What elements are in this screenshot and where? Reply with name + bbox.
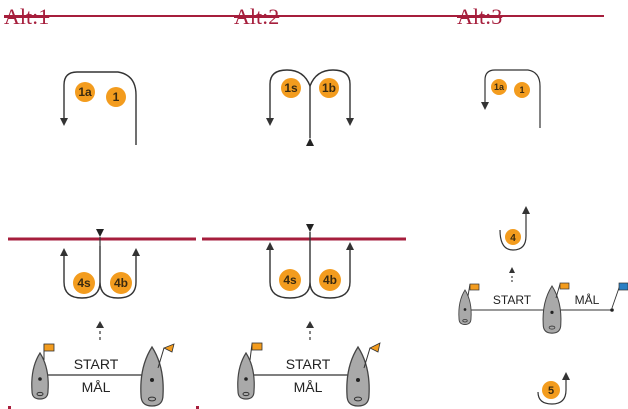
mark-label: 1 <box>519 85 524 95</box>
arrow-icon <box>132 248 140 256</box>
arrow-icon <box>509 267 515 273</box>
committee-boat <box>31 352 49 400</box>
buoy-mark-4b: 4b <box>110 272 132 294</box>
buoy-mark-1a: 1a <box>491 79 507 95</box>
finish-label: MÅL <box>82 379 111 395</box>
orange-flag-icon <box>469 283 480 291</box>
finish-mark-dot <box>610 308 614 312</box>
mark-label: 1 <box>113 90 120 104</box>
committee-boat <box>237 352 255 400</box>
mark-label: 4b <box>323 273 337 287</box>
orange-flag-icon <box>251 342 263 351</box>
alt1-top-rounding-path <box>63 71 137 145</box>
mark-label: 5 <box>548 385 554 397</box>
buoy-mark-1: 1 <box>106 87 126 107</box>
pin-boat <box>140 346 164 407</box>
arrow-icon <box>306 224 314 232</box>
buoy-mark-4s: 4s <box>73 272 95 294</box>
buoy-mark-1: 1 <box>514 82 530 98</box>
arrow-icon <box>306 321 314 328</box>
buoy-mark-4b: 4b <box>319 269 341 291</box>
buoy-mark-5: 5 <box>542 381 560 399</box>
arrow-icon <box>346 118 354 126</box>
alt3-mark4-rounding-path <box>499 212 527 251</box>
committee-boat <box>458 289 472 325</box>
start-label: START <box>493 293 532 307</box>
orange-flag-icon <box>43 343 55 352</box>
mark-label: 1a <box>78 85 92 99</box>
arrow-icon <box>266 242 274 250</box>
arrow-icon <box>481 102 489 110</box>
buoy-mark-1a: 1a <box>75 82 95 102</box>
blue-flag-icon <box>618 282 628 291</box>
arrow-icon <box>266 118 274 126</box>
arrow-icon <box>60 118 68 126</box>
mark-label: 1b <box>322 81 336 95</box>
mark-label: 1a <box>494 82 505 92</box>
orange-flag-icon <box>559 282 570 290</box>
mark-label: 4 <box>510 233 516 244</box>
buoy-mark-4s: 4s <box>279 269 301 291</box>
arrow-icon <box>96 321 104 328</box>
buoy-mark-1s: 1s <box>281 78 301 98</box>
finish-label: MÅL <box>575 292 600 307</box>
finish-label: MÅL <box>294 379 323 395</box>
arrow-icon <box>96 229 104 237</box>
start-label: START <box>286 356 331 372</box>
start-label: START <box>74 356 119 372</box>
orange-flag-icon <box>369 342 381 353</box>
mark-label: 4b <box>114 276 128 290</box>
pin-boat <box>346 346 370 407</box>
buoy-mark-4: 4 <box>505 229 521 245</box>
alt3-group: 1a 1 4 <box>458 69 628 405</box>
arrow-icon <box>306 138 314 146</box>
mark-label: 4s <box>283 273 297 287</box>
arrow-icon <box>522 206 530 214</box>
mark-label: 1s <box>284 81 298 95</box>
buoy-mark-1b: 1b <box>319 78 339 98</box>
alt3-mark5-rounding-path <box>537 378 567 405</box>
arrow-icon <box>60 248 68 256</box>
orange-flag-icon <box>163 343 175 353</box>
alt1-group: 1a 1 4s 4b <box>8 71 196 409</box>
alt2-group: 1s 1b 4s 4b <box>196 69 406 409</box>
mark-label: 4s <box>77 276 91 290</box>
alt3-top-rounding-path <box>484 69 541 128</box>
arrow-icon <box>346 242 354 250</box>
mark-boat <box>542 285 562 334</box>
arrow-icon <box>562 372 570 380</box>
